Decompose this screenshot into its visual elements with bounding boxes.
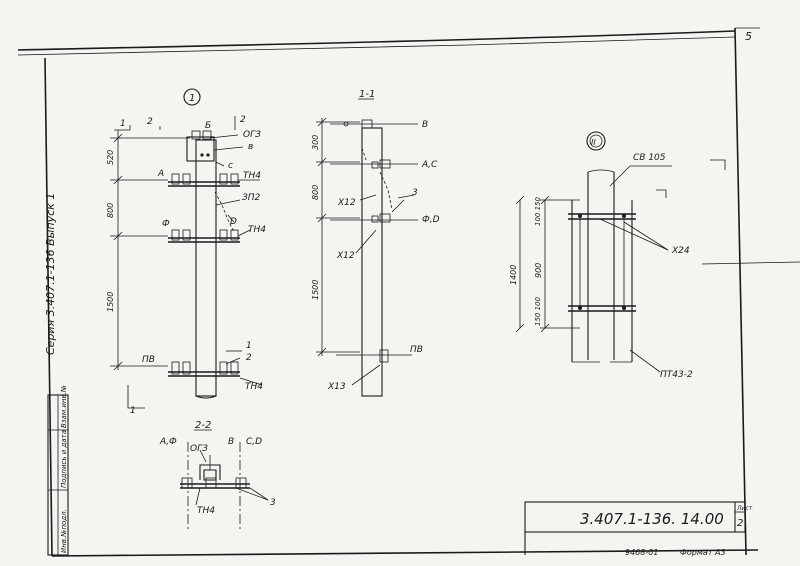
stamp-inv-label: Инв.№подл. xyxy=(60,509,68,553)
view-2: II xyxy=(515,131,672,373)
view22-label-af: А,Ф xyxy=(159,437,177,447)
view2-label-pt: ПТ43-2 xyxy=(660,370,693,380)
page-number: 5 xyxy=(745,30,752,43)
view1-section-2: 2 xyxy=(147,117,153,127)
view1-dim-520: 520 xyxy=(106,150,115,165)
view22-label-3: 3 xyxy=(270,498,276,508)
view1-section-1b: 1 xyxy=(130,406,136,416)
view1-label-a: А xyxy=(157,169,164,179)
view1-label-f: Ф xyxy=(162,219,170,229)
view1-frac-den: 2 xyxy=(246,353,252,363)
view1-label-b: Б xyxy=(205,121,211,131)
view2-dim-1400: 1400 xyxy=(509,265,518,285)
view11-label-pv: ПВ xyxy=(410,345,423,355)
view22-label-cd: С,D xyxy=(246,437,262,447)
view1-section-2b: 2 xyxy=(240,115,246,125)
view11-label-fd: Ф,D xyxy=(422,215,440,225)
view11-label-3: 3 xyxy=(412,188,418,198)
view11-label-x12b: Х12 xyxy=(336,251,355,261)
series-label: Серия 3.407.1-136 Выпуск 1 xyxy=(44,193,57,355)
view11-label-b: В xyxy=(422,120,428,130)
view1-frac-num: 1 xyxy=(246,341,252,351)
edge-line xyxy=(701,261,800,265)
view1-label-c: с xyxy=(228,161,233,171)
view-1-1 xyxy=(316,98,418,397)
corner-mark-2 xyxy=(656,189,667,198)
side-stamp: Инв.№подл. Подпись и дата Взам.инв.№ xyxy=(47,385,69,556)
view1-label-zp2: ЗП2 xyxy=(242,193,261,203)
view2-marker: II xyxy=(591,138,596,147)
view22-label-b: В xyxy=(228,437,234,447)
sheet-number: 2 xyxy=(737,518,743,529)
view1-label-tn4-b: ТН4 xyxy=(248,225,266,235)
view2-dim-900: 900 xyxy=(534,263,543,278)
view1-dim-1500: 1500 xyxy=(106,292,115,312)
sheet-label: Лист xyxy=(736,505,753,512)
view22-label-tn4: ТН4 xyxy=(197,506,215,516)
view-1: 1 1 2 2 1 xyxy=(110,88,263,416)
view2-label-x24: Х24 xyxy=(671,246,690,256)
view2-label-sv: СВ 105 xyxy=(633,153,666,163)
drawing-code: 3.407.1-136. 14.00 xyxy=(580,510,724,528)
view11-dim-300: 300 xyxy=(311,135,320,150)
view22-label-ogz: ОГЗ xyxy=(190,444,208,454)
view11-title: 1-1 xyxy=(359,89,375,100)
title-block xyxy=(524,501,746,555)
view11-label-ac: А,С xyxy=(421,160,438,170)
view2-dim-top: 100 150 xyxy=(534,197,542,226)
view11-dim-1500: 1500 xyxy=(311,280,320,300)
view2-dim-bottom: 150 100 xyxy=(534,297,542,326)
stamp-sign-label: Подпись и дата xyxy=(60,430,68,488)
view11-dim-800: 800 xyxy=(311,185,320,200)
sheet-frame xyxy=(17,27,760,557)
view1-label-v: в xyxy=(248,142,253,152)
view11-label-x12a: Х12 xyxy=(337,198,356,208)
inv-note: 9468-01 xyxy=(625,548,658,557)
view1-marker: 1 xyxy=(189,93,195,104)
view1-label-tn4-c: ТН4 xyxy=(245,382,263,392)
view22-title: 2-2 xyxy=(195,420,211,431)
view1-label-ogz: ОГЗ xyxy=(243,130,261,140)
stamp-replace-label: Взам.инв.№ xyxy=(60,385,68,428)
corner-mark xyxy=(710,159,726,170)
view1-section-1: 1 xyxy=(120,119,126,129)
view-2-2 xyxy=(180,429,269,530)
view1-label-d: D xyxy=(230,217,237,227)
view1-label-tn4-a: ТН4 xyxy=(243,171,261,181)
view1-label-pv: ПВ xyxy=(142,355,155,365)
format-note: Формат А3 xyxy=(680,548,726,557)
view11-label-x13: Х13 xyxy=(327,382,346,392)
view1-dim-800: 800 xyxy=(106,203,115,218)
